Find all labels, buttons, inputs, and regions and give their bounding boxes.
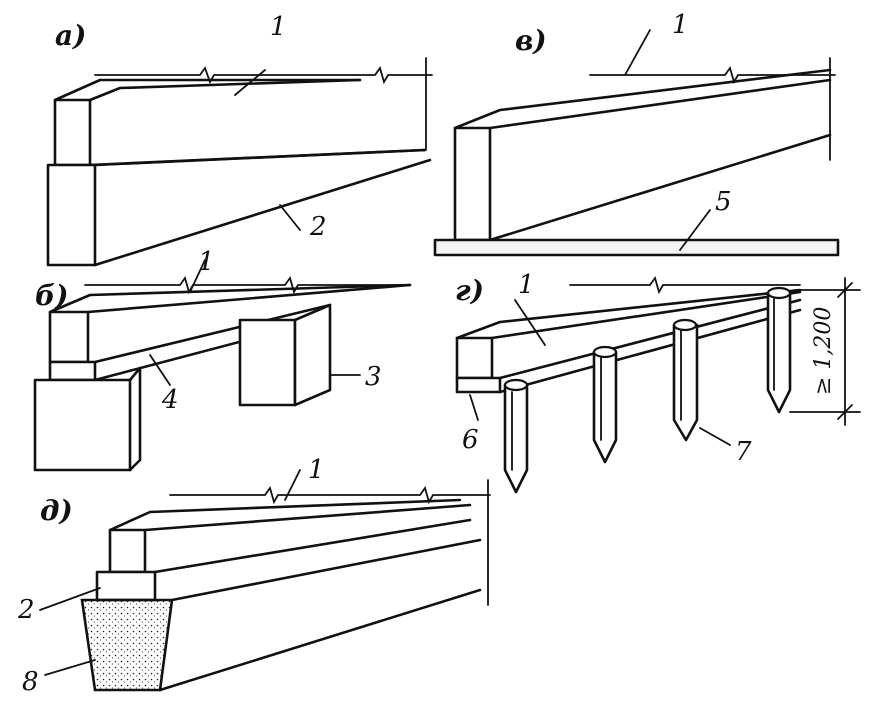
beam-1-top-edge [143,503,472,532]
beam-top-break-line [569,275,801,295]
base-5 [433,238,840,257]
concrete-base-8 [80,598,174,692]
beam-1-top [108,498,462,532]
label-base: 5 [715,187,732,217]
panel-a: а) 1 2 [46,12,433,267]
beam-1-top-edge [488,78,832,130]
label-foundation: 2 [17,595,35,625]
concrete-top [170,538,482,602]
beam-1-top [48,283,412,314]
beam-1-end-face [48,310,90,364]
beam-top-break-line [589,65,836,85]
leader-1 [284,469,301,501]
leader-7 [699,427,731,446]
foundation-2-bottom [93,158,432,267]
leader-2 [39,587,101,611]
beam-1-end-face [455,336,494,380]
beam-1-top-edge [490,290,802,340]
panel-letter: а) [55,19,86,52]
leader-4 [149,354,171,386]
panel-b: б) 1 3 4 [33,247,412,472]
leader-8 [44,659,96,676]
foundation-2-front [46,163,97,267]
panel-letter: г) [455,274,484,307]
panel-v: в) 1 5 [433,10,840,257]
pile-1 [503,378,529,494]
leader-1 [624,29,651,76]
leader-1 [514,299,546,346]
beam-top-break-line [94,65,433,85]
sleeper-6-front [455,376,502,394]
dimension-label: ≥ 1,200 [811,307,836,395]
beam-1-top [453,68,832,130]
panel-d: д) 1 2 8 [17,455,491,697]
leader-2 [279,204,301,231]
leader-5 [679,209,711,251]
sleeper-6-top [498,298,802,380]
panel-letter: в) [515,24,547,57]
foundation-2-top [93,148,427,167]
label-beam: 1 [198,247,215,277]
post-3-front [238,318,297,407]
beam-1-end-face [108,528,147,574]
beam-1-top [455,288,802,340]
foundation-2-top [153,518,472,574]
label-post: 3 [365,362,382,392]
label-concrete: 8 [22,667,39,697]
beam-1-bottom [488,133,832,242]
panel-letter: д) [40,494,73,527]
post-3-side [293,303,332,407]
label-beam: 1 [308,455,325,485]
foundation-2-front [95,570,157,602]
leader-6 [469,394,479,421]
sleeper-6-bottom [498,308,802,394]
beam-1-top [53,78,362,102]
dimension-line [789,277,861,426]
pile-2 [592,345,618,464]
panel-letter: б) [35,279,68,312]
label-beam: 1 [672,10,689,40]
beam-top-break-line [169,485,491,505]
bearing-4-top [93,303,332,364]
leader-1 [189,259,206,293]
label-pile: 7 [735,437,752,467]
panel-g: ≥ 1,200 г) 1 6 7 [455,270,861,494]
beam-1-end-face [53,98,92,167]
pile-3 [672,318,699,442]
label-foundation: 2 [309,212,327,242]
beam-1-top-edge [86,283,412,314]
bearing-4-front [48,360,97,382]
label-bearing: 4 [161,385,179,415]
concrete-bottom [158,588,482,692]
leader-1 [234,69,266,96]
beam-1-top-edge [88,78,362,102]
support-block-front [33,378,132,472]
label-sleeper: 6 [462,425,479,455]
label-beam: 1 [270,12,287,42]
pile-4 [766,286,792,414]
beam-1-end-face [453,126,492,242]
label-beam: 1 [518,270,535,300]
support-block-side [128,366,142,472]
